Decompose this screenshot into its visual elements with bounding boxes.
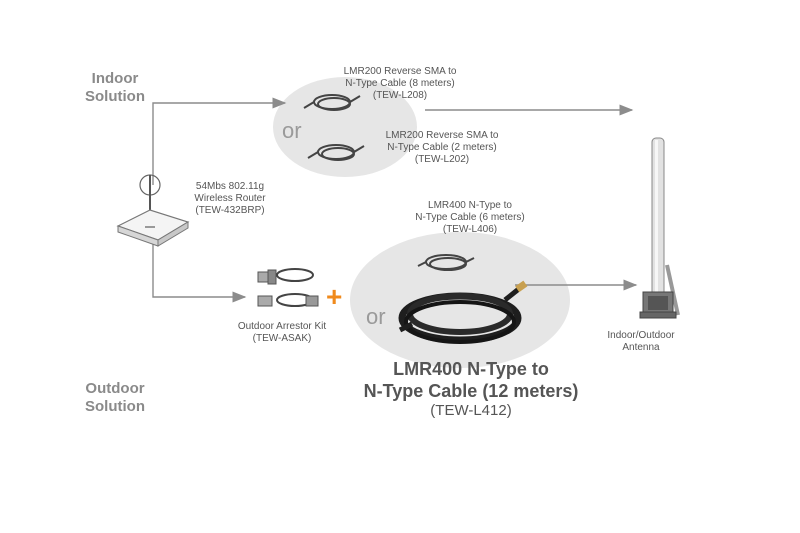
arrestor-kit-icon <box>257 268 319 307</box>
outdoor-cable-6m-label: LMR400 N-Type to N-Type Cable (6 meters)… <box>415 200 525 235</box>
cable-coil-icon <box>307 144 365 161</box>
arrestor-kit-label: Outdoor Arrestor Kit (TEW-ASAK) <box>237 321 327 344</box>
antenna-label: Indoor/Outdoor Antenna <box>607 330 675 353</box>
outdoor-or-text: or <box>366 304 386 329</box>
plus-sign: + <box>326 281 343 312</box>
cable-coil-icon <box>417 254 475 271</box>
large-cable-model: (TEW-L412) <box>430 402 512 419</box>
antenna-icon <box>639 137 680 319</box>
large-cable-coil-icon <box>398 280 528 344</box>
router-label: 54Mbs 802.11g Wireless Router (TEW-432BR… <box>194 181 266 216</box>
indoor-cable-8m-label: LMR200 Reverse SMA to N-Type Cable (8 me… <box>343 66 457 101</box>
large-cable-title: LMR400 N-Type to N-Type Cable (12 meters… <box>363 359 579 401</box>
indoor-cable-group <box>273 77 417 177</box>
wireless-router-icon <box>116 174 190 247</box>
cable-coil-icon <box>303 94 361 111</box>
indoor-or-text: or <box>282 118 302 143</box>
connector-lines <box>152 97 638 303</box>
indoor-solution-label: Indoor Solution <box>85 70 145 105</box>
outdoor-solution-label: Outdoor Solution <box>85 380 145 415</box>
indoor-cable-2m-label: LMR200 Reverse SMA to N-Type Cable (2 me… <box>385 130 499 165</box>
